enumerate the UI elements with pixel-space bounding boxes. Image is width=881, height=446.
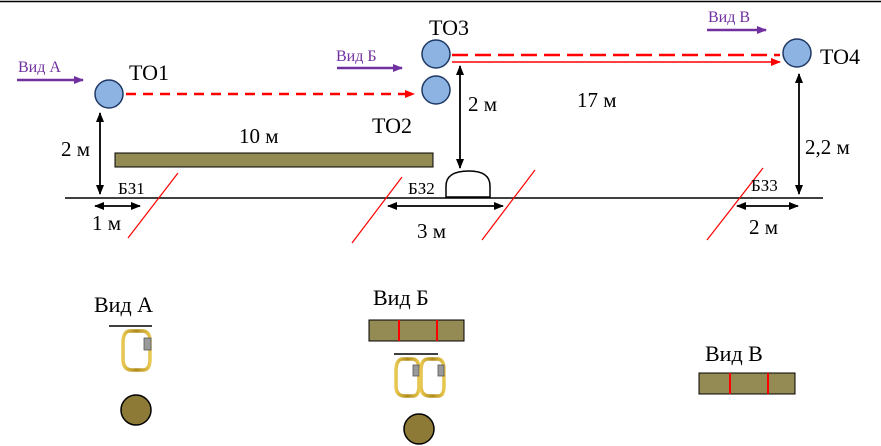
label-to1: ТО1 xyxy=(129,60,169,85)
label-2m-right: 2 м xyxy=(749,215,778,239)
view-v-beam xyxy=(698,372,796,395)
anchor-slash-bz3 xyxy=(706,167,764,241)
label-bz2: БЗ2 xyxy=(408,179,435,198)
node-to2 xyxy=(421,75,451,105)
carabiner-icon xyxy=(394,357,421,398)
carabiner-lock-icon xyxy=(437,364,445,377)
label-to2: ТО2 xyxy=(372,113,412,138)
dome-anchor-bz2 xyxy=(445,170,491,198)
anchor-slash-bz2-left xyxy=(351,176,403,244)
label-bz3: БЗ3 xyxy=(751,176,778,195)
anchor-slash-bz2-right xyxy=(481,169,536,241)
view-a: Вид А xyxy=(94,292,153,426)
carabiner-icon xyxy=(121,329,152,372)
label-1m: 1 м xyxy=(92,211,121,235)
node-to3 xyxy=(421,39,451,69)
view-v: Вид В xyxy=(698,341,796,395)
label-to3: ТО3 xyxy=(429,15,469,40)
view-arrow-b-label: Вид Б xyxy=(336,48,377,65)
label-22m: 2,2 м xyxy=(805,135,850,159)
carabiner-lock-icon xyxy=(143,337,152,351)
label-2m-mid: 2 м xyxy=(468,92,497,116)
label-10m: 10 м xyxy=(239,124,279,148)
log-beam xyxy=(114,152,434,168)
label-2m-left: 2 м xyxy=(61,137,90,161)
view-v-title: Вид В xyxy=(705,341,763,366)
label-bz1: БЗ1 xyxy=(118,179,145,198)
node-to4 xyxy=(782,38,812,68)
view-a-title: Вид А xyxy=(94,292,153,317)
label-17m: 17 м xyxy=(577,88,617,112)
carabiner-icon xyxy=(419,357,446,398)
view-b-title: Вид Б xyxy=(373,285,429,310)
label-3m: 3 м xyxy=(417,219,446,243)
anchor-slash-bz1 xyxy=(127,172,179,239)
view-a-node xyxy=(120,394,152,426)
view-b: Вид Б xyxy=(368,285,465,445)
node-to1 xyxy=(94,79,124,109)
view-b-node xyxy=(403,413,435,445)
view-arrow-a-label: Вид А xyxy=(18,59,61,76)
view-b-beam xyxy=(368,319,465,342)
carabiner-lock-icon xyxy=(412,364,420,377)
view-arrow-v-label: Вид В xyxy=(708,9,750,26)
label-to4: ТО4 xyxy=(820,44,860,69)
